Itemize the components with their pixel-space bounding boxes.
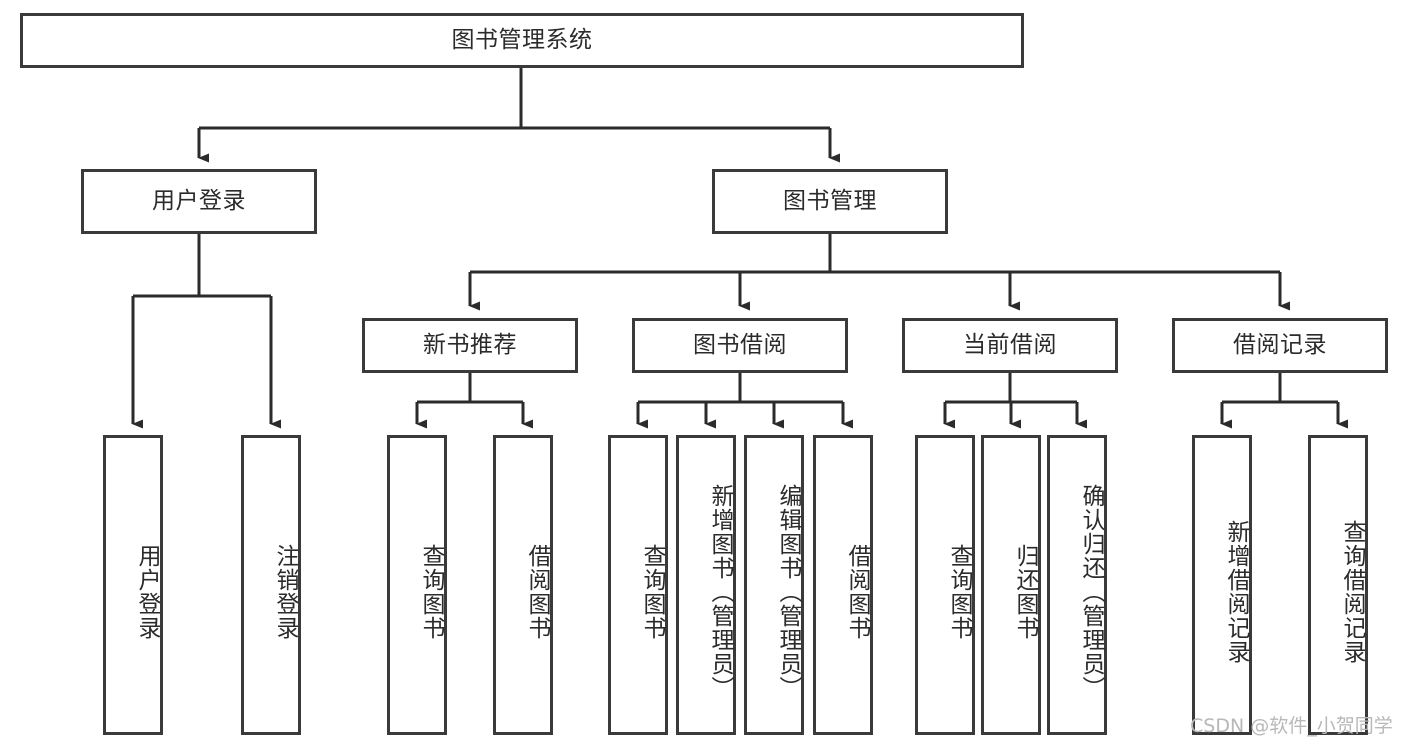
node-leaf-confirm-return-label: 确认归还（管理员） (1078, 484, 1104, 700)
node-leaf-user-login[interactable]: 用户登录 (103, 435, 163, 735)
node-borrow-record-label: 借阅记录 (1233, 331, 1327, 358)
node-root-label: 图书管理系统 (451, 26, 593, 53)
node-new-book-recommend-label: 新书推荐 (423, 331, 517, 358)
node-leaf-add-record-label: 新增借阅记录 (1223, 520, 1249, 664)
node-new-book-recommend[interactable]: 新书推荐 (362, 318, 578, 373)
node-leaf-query-record-label: 查询借阅记录 (1339, 520, 1365, 664)
node-leaf-query-book-2-label: 查询图书 (639, 544, 665, 640)
node-book-borrow[interactable]: 图书借阅 (632, 318, 848, 373)
node-user-login-label: 用户登录 (152, 187, 246, 214)
node-user-login[interactable]: 用户登录 (81, 169, 317, 234)
node-book-borrow-label: 图书借阅 (693, 331, 787, 358)
node-leaf-borrow-book-2-label: 借阅图书 (844, 544, 870, 640)
node-leaf-add-book[interactable]: 新增图书（管理员） (676, 435, 736, 735)
node-leaf-borrow-book-1-label: 借阅图书 (524, 544, 550, 640)
node-root[interactable]: 图书管理系统 (20, 13, 1024, 68)
node-leaf-add-book-label: 新增图书（管理员） (707, 484, 733, 700)
node-leaf-borrow-book-1[interactable]: 借阅图书 (493, 435, 553, 735)
csdn-watermark: CSDN @软件_小贺同学 (1190, 715, 1393, 737)
node-leaf-logout-label: 注销登录 (272, 544, 298, 640)
node-leaf-query-book-3[interactable]: 查询图书 (915, 435, 975, 735)
node-current-borrow[interactable]: 当前借阅 (902, 318, 1118, 373)
node-current-borrow-label: 当前借阅 (963, 331, 1057, 358)
node-leaf-query-book-3-label: 查询图书 (946, 544, 972, 640)
node-borrow-record[interactable]: 借阅记录 (1172, 318, 1388, 373)
node-leaf-query-book-1[interactable]: 查询图书 (387, 435, 447, 735)
node-book-manage[interactable]: 图书管理 (712, 169, 948, 234)
node-leaf-add-record[interactable]: 新增借阅记录 (1192, 435, 1252, 735)
node-leaf-query-record[interactable]: 查询借阅记录 (1308, 435, 1368, 735)
node-leaf-confirm-return[interactable]: 确认归还（管理员） (1047, 435, 1107, 735)
node-leaf-user-login-label: 用户登录 (134, 544, 160, 640)
node-leaf-edit-book-label: 编辑图书（管理员） (775, 484, 801, 700)
node-leaf-logout[interactable]: 注销登录 (241, 435, 301, 735)
node-leaf-return-book[interactable]: 归还图书 (981, 435, 1041, 735)
node-leaf-edit-book[interactable]: 编辑图书（管理员） (744, 435, 804, 735)
node-leaf-query-book-2[interactable]: 查询图书 (608, 435, 668, 735)
node-leaf-query-book-1-label: 查询图书 (418, 544, 444, 640)
node-leaf-borrow-book-2[interactable]: 借阅图书 (813, 435, 873, 735)
node-book-manage-label: 图书管理 (783, 187, 877, 214)
node-leaf-return-book-label: 归还图书 (1012, 544, 1038, 640)
